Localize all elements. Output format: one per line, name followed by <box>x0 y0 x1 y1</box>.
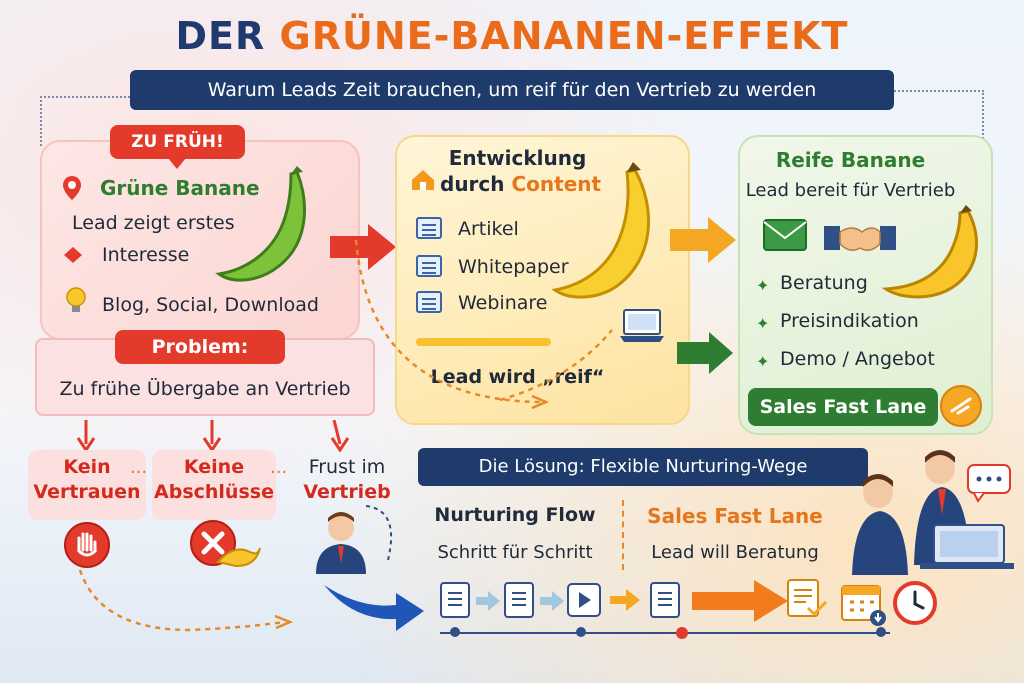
dots-separator-1: ··· <box>130 462 148 483</box>
ripe-item-preisindikation: Preisindikation <box>780 310 919 332</box>
diamond-icon <box>64 247 82 263</box>
top-connector-line <box>40 96 130 146</box>
consequence-2-line2: Abschlüsse <box>154 481 274 503</box>
green-banana-line2: Interesse <box>102 244 190 266</box>
blue-curved-arrow <box>324 585 424 631</box>
lightbulb-icon <box>66 287 86 312</box>
nurturing-flow-title: Nurturing Flow <box>434 504 596 526</box>
title-highlight: GRÜNE-BANANEN-EFFEKT <box>279 14 849 58</box>
page-title: DER GRÜNE-BANANEN-EFFEKT <box>0 14 1024 58</box>
content-title-line2: durch Content <box>440 172 601 196</box>
check-icon-3: ✦ <box>756 352 770 371</box>
frustrated-salesperson-icon <box>316 512 366 574</box>
whitepaper-icon <box>416 255 442 277</box>
content-footer: Lead wird „reif“ <box>430 366 605 388</box>
step-arrow-2 <box>540 591 564 611</box>
content-title-prefix: durch <box>440 172 512 196</box>
calendar-icon <box>841 585 886 626</box>
dotted-flow-bottom-left <box>78 569 294 632</box>
content-item-whitepaper: Whitepaper <box>458 256 569 278</box>
check-icon-2: ✦ <box>756 314 770 333</box>
location-pin-icon <box>63 176 81 200</box>
x-circle-icon <box>190 520 236 566</box>
step-checklist-icon <box>650 582 680 618</box>
yellow-banana-illustration <box>551 162 651 299</box>
timeline-dot-4 <box>876 627 886 637</box>
sales-fast-lane-button[interactable]: Sales Fast Lane <box>748 388 938 426</box>
laptop-icon <box>620 309 664 342</box>
step-document-icon <box>440 582 470 618</box>
house-icon <box>412 170 434 190</box>
down-arrow-3 <box>330 420 350 452</box>
timeline-dot-3 <box>676 627 688 639</box>
consequence-keine-abschluesse-bg <box>152 450 276 520</box>
consequence-3-line2: Vertrieb <box>303 481 391 503</box>
consultation-illustration <box>852 450 1014 575</box>
ripe-banana-subtitle: Lead bereit für Vertrieb <box>745 180 956 201</box>
timeline-dot-1 <box>450 627 460 637</box>
big-orange-arrow <box>692 580 788 622</box>
banana-peel-icon <box>216 547 261 568</box>
timeline-dot-2 <box>576 627 586 637</box>
problem-badge: Problem: <box>115 330 285 364</box>
subtitle-banner: Warum Leads Zeit brauchen, um reif für d… <box>130 70 894 110</box>
stop-hand-icon <box>64 522 110 568</box>
red-arrow-right <box>330 224 396 270</box>
consequence-2-line1: Keine <box>183 456 245 478</box>
consequence-1-line1: Kein <box>63 456 111 478</box>
content-title-line1: Entwicklung <box>448 146 587 170</box>
ripe-item-demo: Demo / Angebot <box>780 348 935 370</box>
ripe-banana-title: Reife Banane <box>775 148 926 172</box>
step-arrow-3 <box>610 589 640 611</box>
green-banana-illustration <box>215 166 306 282</box>
sales-fast-lane-title: Sales Fast Lane <box>647 504 823 528</box>
timeline-line <box>440 632 890 634</box>
ripe-banana-illustration <box>881 205 979 299</box>
ripe-item-beratung: Beratung <box>780 272 868 294</box>
progress-bar <box>416 338 551 346</box>
step-arrow-1 <box>476 591 500 611</box>
content-item-artikel: Artikel <box>458 218 519 240</box>
clock-icon <box>893 581 937 625</box>
green-arrow-right <box>677 332 733 374</box>
article-icon <box>416 217 442 239</box>
down-arrow-2 <box>202 420 222 452</box>
nurturing-flow-sub: Schritt für Schritt <box>437 542 593 563</box>
solution-banner: Die Lösung: Flexible Nurturing-Wege <box>418 448 868 486</box>
speed-badge-icon <box>940 385 982 427</box>
down-arrow-1 <box>76 420 96 452</box>
problem-text: Zu frühe Übergabe an Vertrieb <box>59 378 351 400</box>
step-contract-icon <box>787 579 828 617</box>
dotted-flow-person <box>365 505 393 561</box>
sales-fast-lane-sub: Lead will Beratung <box>651 542 819 563</box>
green-banana-line1: Lead zeigt erstes <box>72 212 235 234</box>
green-banana-title: Grüne Banane <box>100 176 260 200</box>
content-item-webinare: Webinare <box>458 292 548 314</box>
consequence-3-line1: Frust im <box>308 456 386 478</box>
title-prefix: DER <box>175 14 280 58</box>
consequence-1-line2: Vertrauen <box>33 481 141 503</box>
envelope-icon <box>763 219 807 251</box>
handshake-icon <box>824 226 896 251</box>
consequence-kein-vertrauen-bg <box>28 450 146 520</box>
orange-arrow-right <box>670 217 736 263</box>
step-video-icon <box>567 583 601 617</box>
dotted-flow-content <box>354 239 613 410</box>
too-early-badge: ZU FRÜH! <box>110 125 245 169</box>
webinar-icon <box>416 291 442 313</box>
content-title-highlight: Content <box>511 172 602 196</box>
step-download-icon <box>504 582 534 618</box>
dots-separator-2: ··· <box>270 462 288 483</box>
green-banana-line3: Blog, Social, Download <box>102 294 319 316</box>
top-connector-line-right <box>894 90 984 150</box>
check-icon-1: ✦ <box>756 276 770 295</box>
flow-divider <box>622 500 624 570</box>
